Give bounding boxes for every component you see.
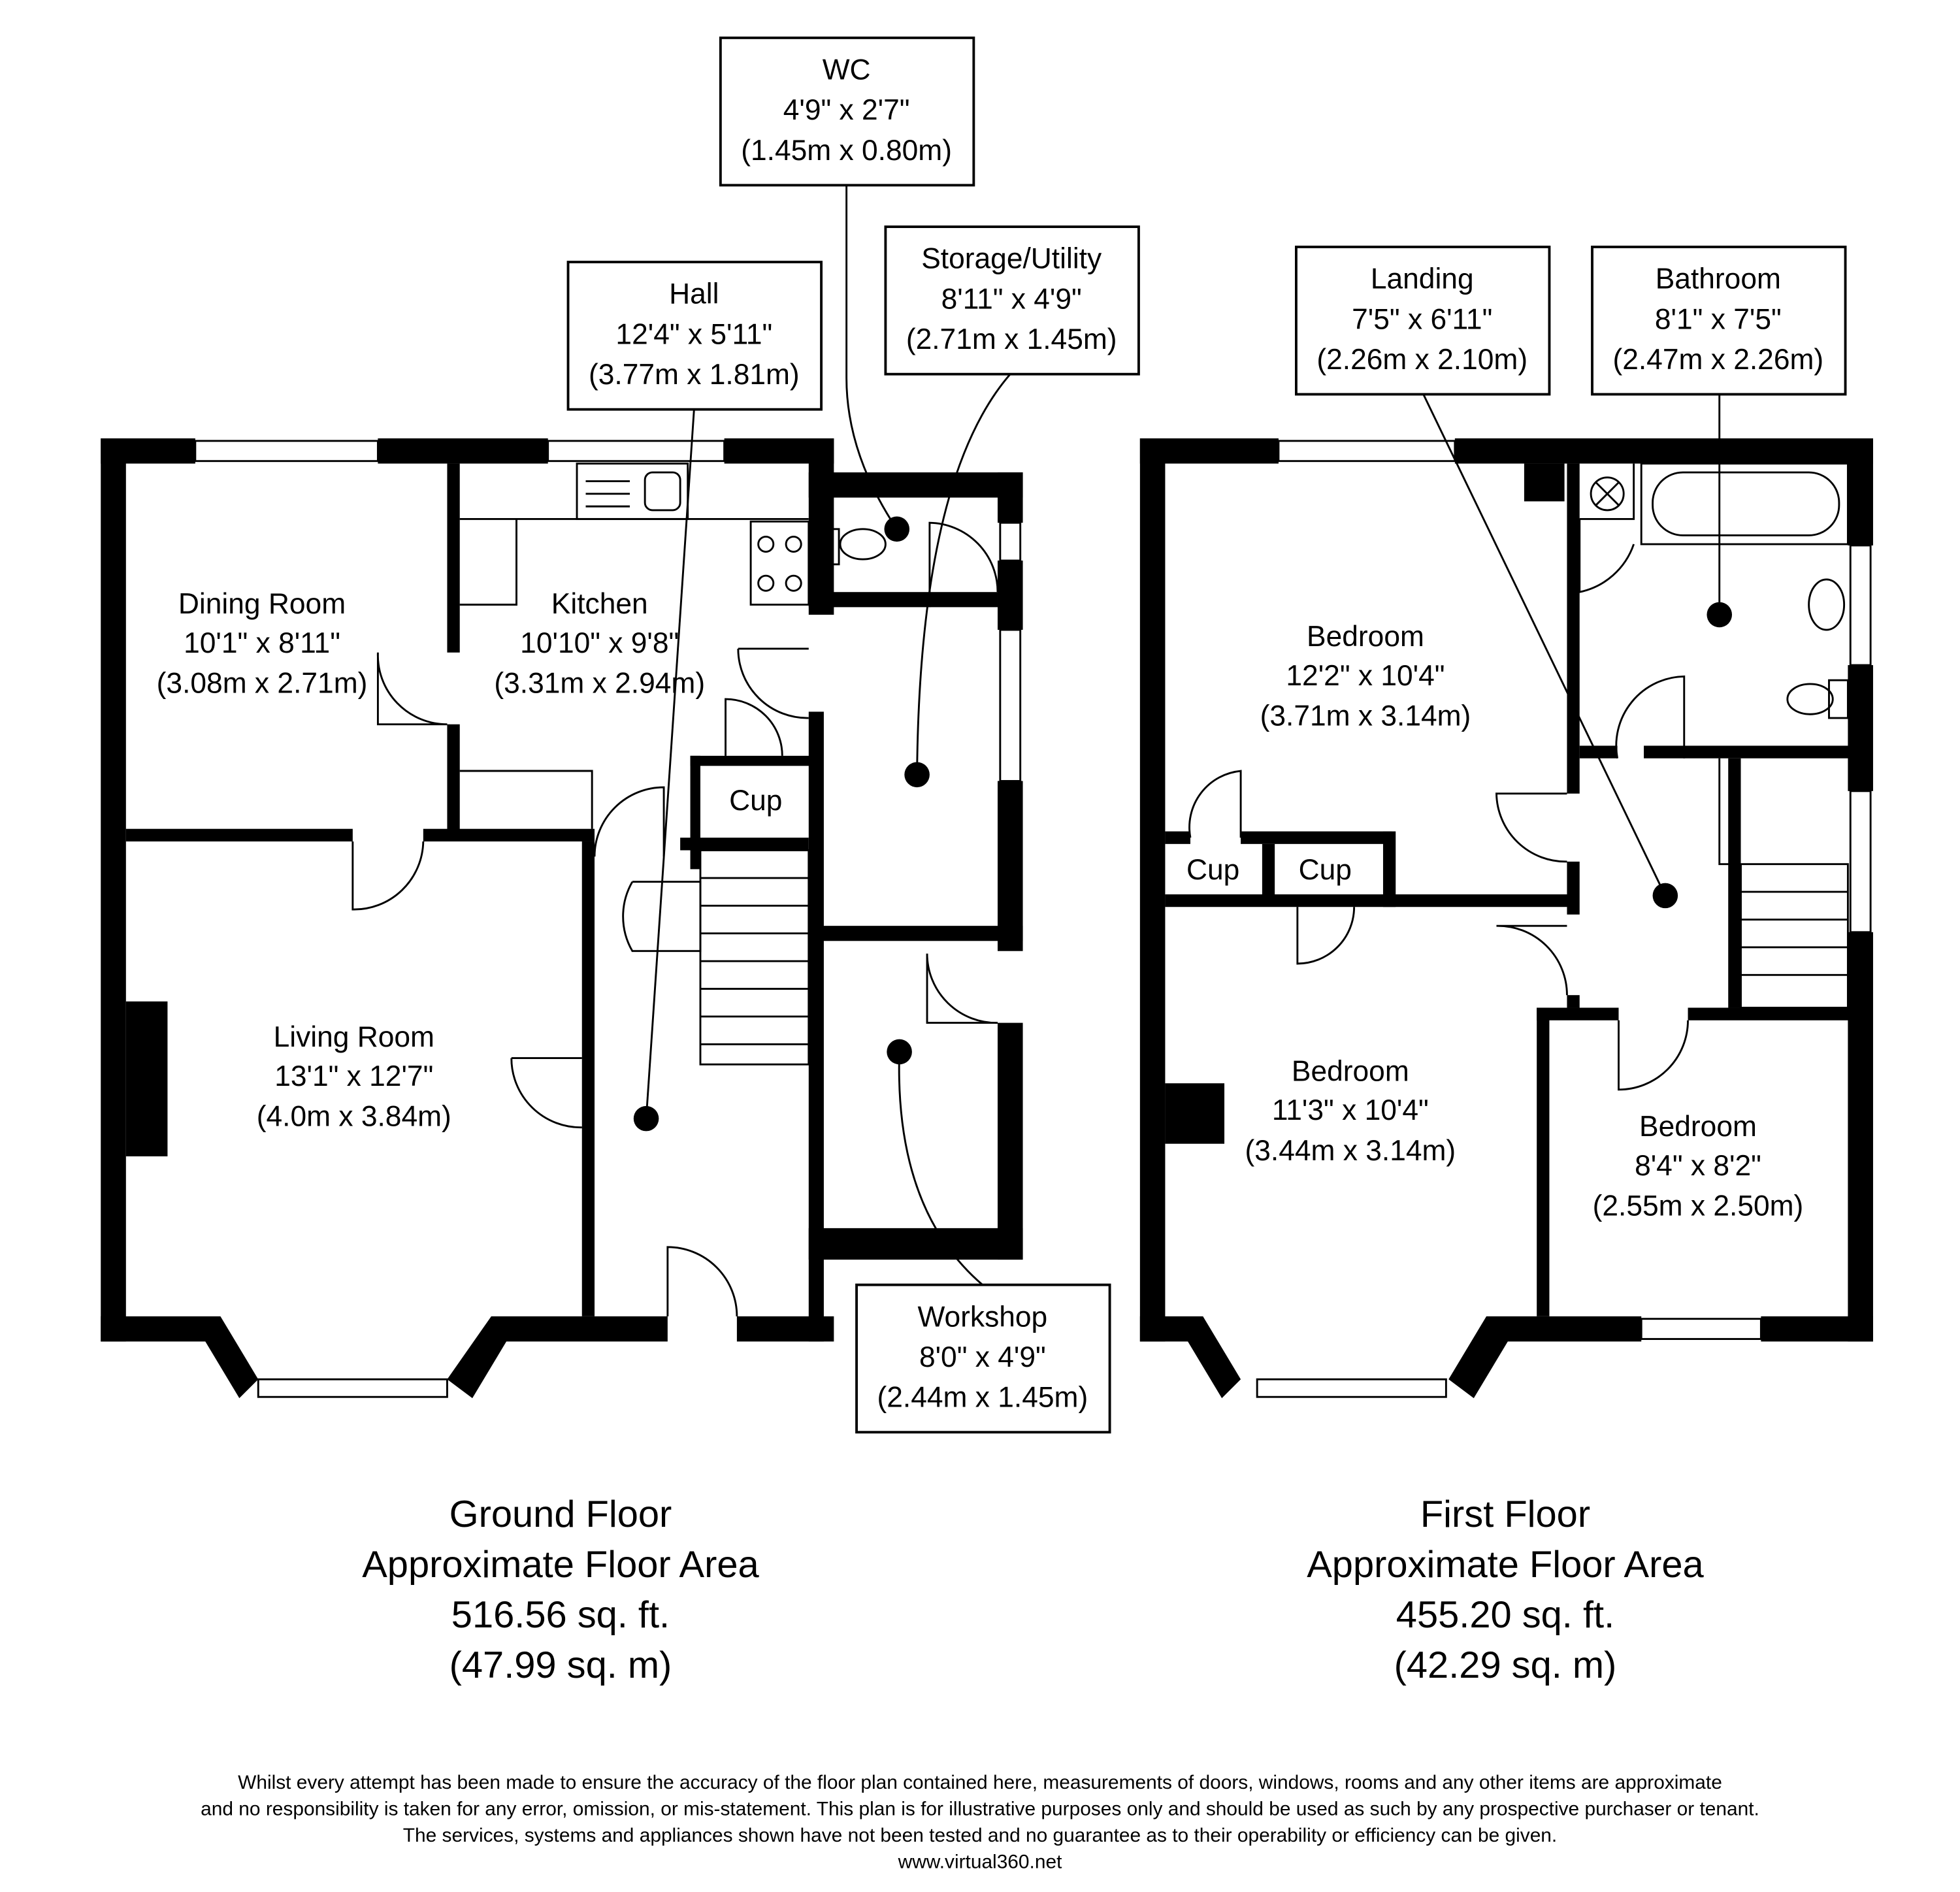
room-label-bedroom-1: Bedroom 12'2" x 10'4" (3.71m x 3.14m) — [1260, 621, 1471, 732]
svg-text:8'1" x 7'5": 8'1" x 7'5" — [1655, 303, 1782, 335]
svg-text:Bathroom: Bathroom — [1656, 263, 1781, 295]
room-label-kitchen: Kitchen 10'10" x 9'8" (3.31m x 2.94m) — [494, 588, 705, 699]
room-label-bedroom-2: Bedroom 11'3" x 10'4" (3.44m x 3.14m) — [1245, 1055, 1456, 1166]
callout-wc: WC 4'9" x 2'7" (1.45m x 0.80m) — [719, 36, 975, 542]
svg-text:516.56 sq. ft.: 516.56 sq. ft. — [451, 1594, 670, 1636]
room-label-living-room: Living Room 13'1" x 12'7" (4.0m x 3.84m) — [257, 1021, 451, 1132]
svg-text:Approximate Floor Area: Approximate Floor Area — [1307, 1544, 1704, 1586]
svg-text:8'11" x 4'9": 8'11" x 4'9" — [941, 283, 1082, 315]
svg-text:Bedroom: Bedroom — [1292, 1055, 1409, 1087]
svg-text:(3.44m x 3.14m): (3.44m x 3.14m) — [1245, 1135, 1456, 1167]
svg-text:Ground Floor: Ground Floor — [449, 1493, 672, 1535]
svg-text:First Floor: First Floor — [1420, 1493, 1590, 1535]
svg-text:(2.44m x 1.45m): (2.44m x 1.45m) — [877, 1382, 1088, 1414]
svg-text:8'0" x 4'9": 8'0" x 4'9" — [919, 1341, 1046, 1373]
svg-text:Approximate Floor Area: Approximate Floor Area — [362, 1544, 759, 1586]
room-label-cupboard-1: Cup — [1186, 854, 1239, 886]
room-label-cupboard: Cup — [729, 785, 782, 817]
svg-text:Kitchen: Kitchen — [551, 588, 648, 620]
svg-text:(47.99 sq. m): (47.99 sq. m) — [449, 1644, 672, 1686]
website-link: www.virtual360.net — [898, 1851, 1062, 1872]
svg-text:(4.0m x 3.84m): (4.0m x 3.84m) — [257, 1101, 451, 1133]
svg-text:Whilst every attempt has been: Whilst every attempt has been made to en… — [238, 1772, 1722, 1793]
svg-text:(2.26m x 2.10m): (2.26m x 2.10m) — [1316, 344, 1527, 376]
svg-text:8'4" x 8'2": 8'4" x 8'2" — [1635, 1150, 1761, 1182]
svg-text:(3.71m x 3.14m): (3.71m x 3.14m) — [1260, 700, 1471, 732]
svg-text:(2.71m x 1.45m): (2.71m x 1.45m) — [906, 323, 1117, 355]
svg-text:The services, systems and appl: The services, systems and appliances sho… — [403, 1825, 1557, 1846]
svg-text:Bedroom: Bedroom — [1307, 621, 1424, 653]
first-floor-area-summary: First Floor Approximate Floor Area 455.2… — [1307, 1493, 1704, 1686]
callout-bathroom: Bathroom 8'1" x 7'5" (2.47m x 2.26m) — [1591, 246, 1847, 628]
svg-text:12'4" x 5'11": 12'4" x 5'11" — [615, 318, 772, 350]
room-label-cupboard-2: Cup — [1299, 854, 1352, 886]
svg-text:7'5" x 6'11": 7'5" x 6'11" — [1352, 303, 1492, 335]
first-floor-plan — [1139, 438, 1873, 1399]
svg-text:Storage/Utility: Storage/Utility — [921, 243, 1102, 275]
svg-text:Hall: Hall — [669, 278, 719, 310]
svg-text:Workshop: Workshop — [917, 1301, 1047, 1333]
svg-text:455.20 sq. ft.: 455.20 sq. ft. — [1396, 1594, 1614, 1636]
ground-floor-area-summary: Ground Floor Approximate Floor Area 516.… — [362, 1493, 759, 1686]
svg-text:(42.29 sq. m): (42.29 sq. m) — [1394, 1644, 1617, 1686]
svg-text:(1.45m x 0.80m): (1.45m x 0.80m) — [741, 135, 952, 167]
svg-text:(2.47m x 2.26m): (2.47m x 2.26m) — [1612, 344, 1823, 376]
svg-text:WC: WC — [823, 54, 871, 86]
svg-text:Landing: Landing — [1371, 263, 1474, 295]
svg-text:11'3" x 10'4": 11'3" x 10'4" — [1272, 1094, 1429, 1126]
disclaimer: Whilst every attempt has been made to en… — [201, 1772, 1759, 1872]
callout-landing: Landing 7'5" x 6'11" (2.26m x 2.10m) — [1295, 246, 1678, 909]
room-label-dining-room: Dining Room 10'1" x 8'11" (3.08m x 2.71m… — [157, 588, 368, 699]
svg-text:12'2" x 10'4": 12'2" x 10'4" — [1286, 660, 1445, 692]
svg-text:(3.31m x 2.94m): (3.31m x 2.94m) — [494, 667, 705, 699]
callout-hall: Hall 12'4" x 5'11" (3.77m x 1.81m) — [566, 261, 823, 1132]
svg-text:(3.77m x 1.81m): (3.77m x 1.81m) — [589, 359, 800, 391]
svg-text:(2.55m x 2.50m): (2.55m x 2.50m) — [1593, 1190, 1804, 1222]
room-label-bedroom-3: Bedroom 8'4" x 8'2" (2.55m x 2.50m) — [1593, 1111, 1804, 1222]
svg-text:10'1" x 8'11": 10'1" x 8'11" — [184, 627, 340, 659]
callout-workshop: Workshop 8'0" x 4'9" (2.44m x 1.45m) — [855, 1039, 1111, 1434]
callout-storage-utility: Storage/Utility 8'11" x 4'9" (2.71m x 1.… — [884, 225, 1140, 788]
svg-text:10'10" x 9'8": 10'10" x 9'8" — [520, 627, 679, 659]
svg-text:and no responsibility is taken: and no responsibility is taken for any e… — [201, 1798, 1759, 1819]
svg-text:4'9" x 2'7": 4'9" x 2'7" — [783, 94, 910, 126]
svg-text:13'1" x 12'7": 13'1" x 12'7" — [274, 1060, 433, 1092]
svg-text:(3.08m x 2.71m): (3.08m x 2.71m) — [157, 667, 368, 699]
svg-text:Living Room: Living Room — [274, 1021, 434, 1053]
svg-text:Dining Room: Dining Room — [178, 588, 346, 620]
ground-floor-plan — [101, 438, 1023, 1399]
svg-text:Bedroom: Bedroom — [1639, 1111, 1757, 1143]
